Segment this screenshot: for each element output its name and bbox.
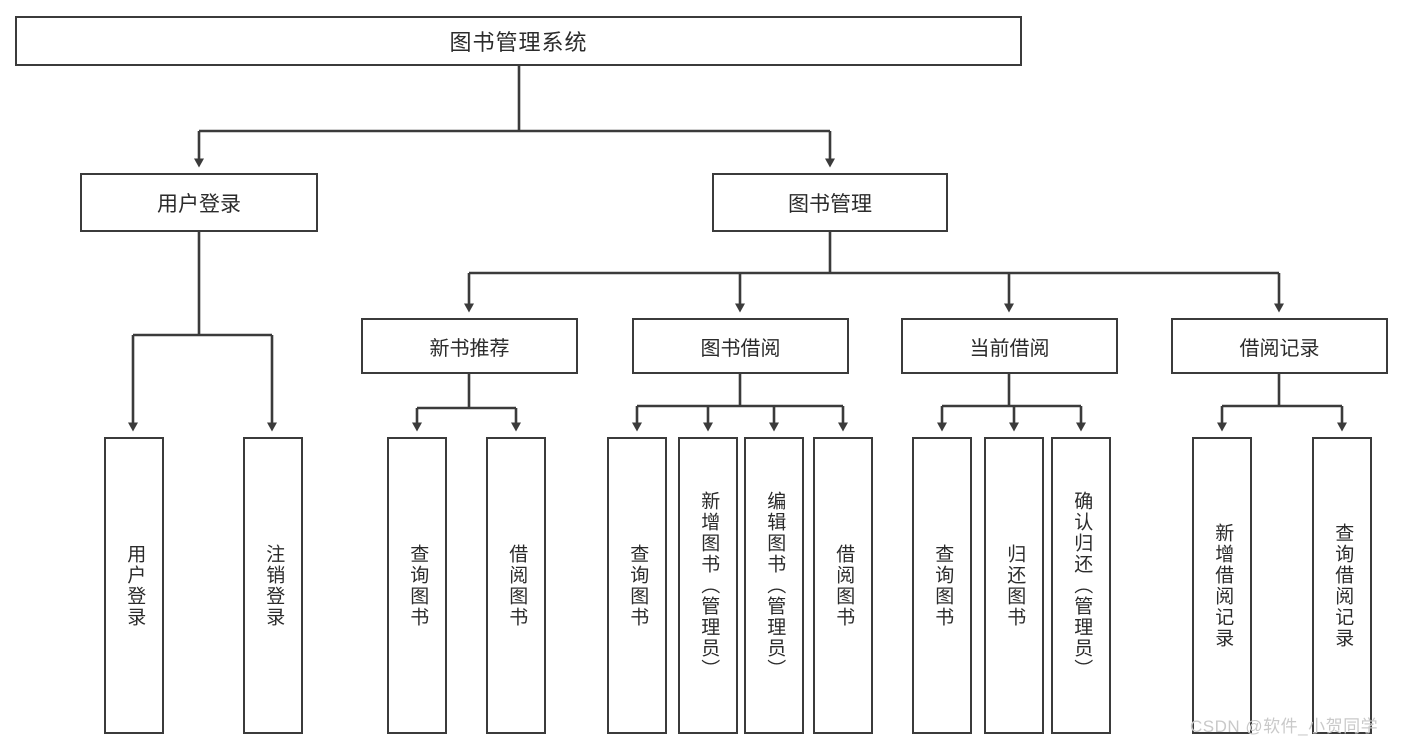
leaf-query-book-1-label: 查询图书 (407, 543, 429, 628)
node-book-borrow[interactable]: 图书借阅 (632, 318, 849, 374)
node-borrow-record-label: 借阅记录 (1239, 337, 1320, 360)
leaf-return-book-label: 归还图书 (1004, 543, 1026, 628)
node-book-manage-label: 图书管理 (788, 192, 872, 216)
leaf-query-record[interactable]: 查询借阅记录 (1312, 437, 1372, 734)
node-current-borrow-label: 当前借阅 (969, 337, 1050, 360)
leaf-add-record[interactable]: 新增借阅记录 (1192, 437, 1252, 734)
leaf-logout[interactable]: 注销登录 (243, 437, 303, 734)
node-book-borrow-label: 图书借阅 (700, 337, 781, 360)
leaf-add-book[interactable]: 新增图书（管理员） (678, 437, 738, 734)
watermark: CSDN @软件_小贺同学 (1190, 717, 1379, 736)
leaf-query-book-2-label: 查询图书 (627, 543, 649, 628)
leaf-user-login[interactable]: 用户登录 (104, 437, 164, 734)
leaf-query-book-3[interactable]: 查询图书 (912, 437, 972, 734)
leaf-query-book-3-label: 查询图书 (932, 543, 954, 628)
leaf-user-login-label: 用户登录 (124, 543, 146, 628)
node-user-login-label: 用户登录 (157, 192, 241, 216)
leaf-borrow-book-2-label: 借阅图书 (833, 543, 855, 628)
node-new-book-recommend-label: 新书推荐 (429, 337, 510, 360)
leaf-borrow-book-2[interactable]: 借阅图书 (813, 437, 873, 734)
leaf-query-record-label: 查询借阅记录 (1332, 522, 1354, 649)
leaf-confirm-return-label: 确认归还（管理员） (1071, 491, 1093, 680)
leaf-logout-label: 注销登录 (263, 543, 285, 628)
node-book-manage[interactable]: 图书管理 (712, 173, 948, 232)
node-root[interactable]: 图书管理系统 (15, 16, 1022, 66)
leaf-return-book[interactable]: 归还图书 (984, 437, 1044, 734)
leaf-add-book-label: 新增图书（管理员） (698, 491, 720, 680)
leaf-query-book-2[interactable]: 查询图书 (607, 437, 667, 734)
node-root-label: 图书管理系统 (449, 30, 588, 55)
node-borrow-record[interactable]: 借阅记录 (1171, 318, 1388, 374)
leaf-confirm-return[interactable]: 确认归还（管理员） (1051, 437, 1111, 734)
node-new-book-recommend[interactable]: 新书推荐 (361, 318, 578, 374)
node-user-login[interactable]: 用户登录 (80, 173, 318, 232)
node-current-borrow[interactable]: 当前借阅 (901, 318, 1118, 374)
leaf-edit-book-label: 编辑图书（管理员） (764, 491, 786, 680)
leaf-borrow-book-1[interactable]: 借阅图书 (486, 437, 546, 734)
leaf-borrow-book-1-label: 借阅图书 (506, 543, 528, 628)
leaf-add-record-label: 新增借阅记录 (1212, 522, 1234, 649)
leaf-edit-book[interactable]: 编辑图书（管理员） (744, 437, 804, 734)
leaf-query-book-1[interactable]: 查询图书 (387, 437, 447, 734)
